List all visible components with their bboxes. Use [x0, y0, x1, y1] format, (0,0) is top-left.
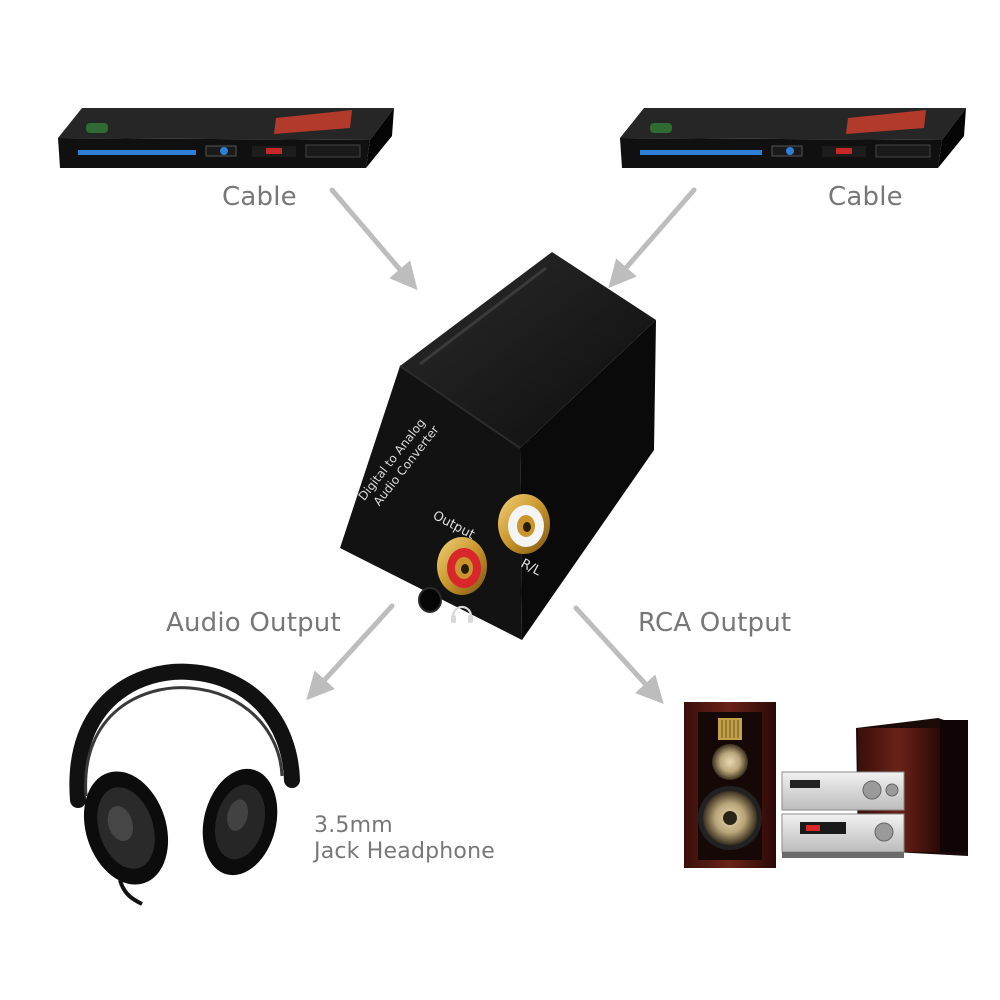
- rca-jack-white: [498, 494, 550, 554]
- label-cable-right: Cable: [828, 182, 903, 212]
- label-audio-output: Audio Output: [166, 608, 341, 638]
- dvd-player-right: [620, 108, 966, 168]
- label-cable-left: Cable: [222, 182, 297, 212]
- label-rca-output: RCA Output: [638, 608, 792, 638]
- arrow-cable-left: [329, 187, 418, 291]
- headphone-icon: [451, 605, 473, 623]
- label-headphone-line2: Jack Headphone: [314, 839, 495, 864]
- rca-jack-red: [437, 537, 487, 595]
- headphones: [69, 663, 300, 906]
- arrow-cable-right: [608, 187, 697, 289]
- label-headphone-line1: 3.5mm: [314, 813, 393, 838]
- arrow-audio-output: [306, 603, 395, 701]
- arrows: [306, 187, 697, 705]
- converter-box: Digital to Analog Audio Converter Output…: [340, 252, 656, 640]
- speaker-system: [684, 702, 968, 868]
- dvd-player-left: [58, 108, 394, 168]
- headphone-jack-port: [418, 587, 442, 613]
- arrow-rca-output: [573, 605, 664, 705]
